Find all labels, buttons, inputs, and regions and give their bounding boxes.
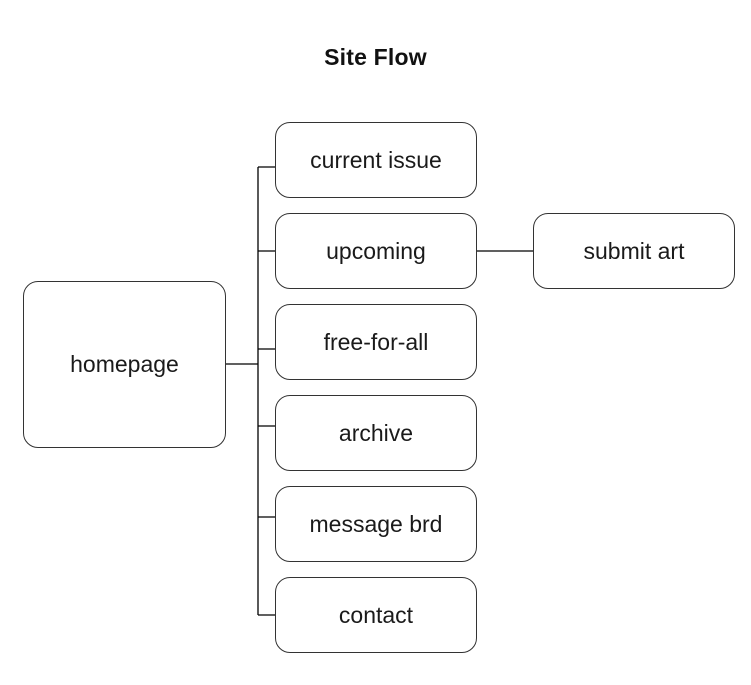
node-contact: contact bbox=[275, 577, 477, 653]
node-free-for-all: free-for-all bbox=[275, 304, 477, 380]
diagram-title: Site Flow bbox=[324, 44, 427, 70]
node-submit-art: submit art bbox=[533, 213, 735, 289]
node-current-issue: current issue bbox=[275, 122, 477, 198]
node-upcoming: upcoming bbox=[275, 213, 477, 289]
node-archive: archive bbox=[275, 395, 477, 471]
node-message-brd: message brd bbox=[275, 486, 477, 562]
node-homepage: homepage bbox=[23, 281, 226, 448]
